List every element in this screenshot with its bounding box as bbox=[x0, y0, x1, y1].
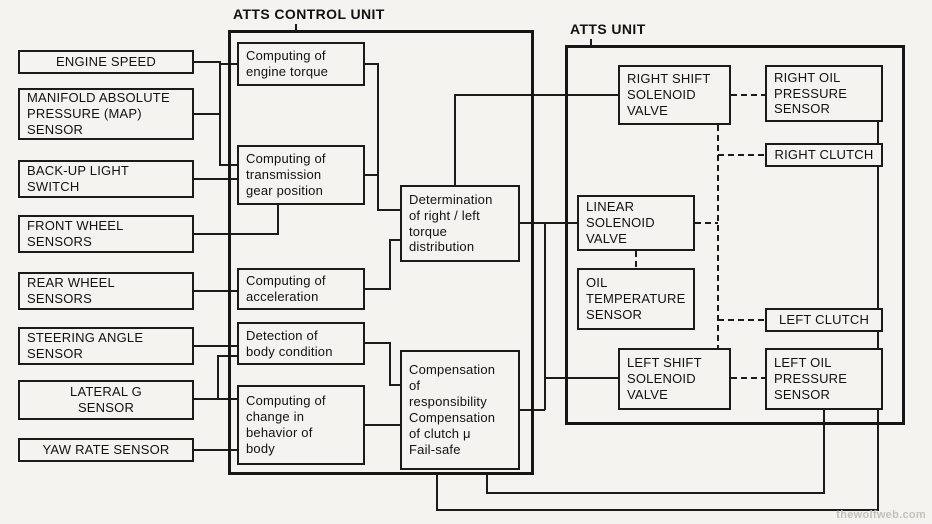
atts-control-unit-title: ATTS CONTROL UNIT bbox=[233, 6, 385, 22]
block-oil-temperature-sensor: OIL TEMPERATURE SENSOR bbox=[577, 268, 695, 330]
block-computing-acceleration: Computing of acceleration bbox=[237, 268, 365, 310]
atts-unit-title: ATTS UNIT bbox=[570, 21, 646, 37]
watermark: thewolfweb.com bbox=[836, 509, 926, 521]
block-left-oil-pressure-sensor: LEFT OIL PRESSURE SENSOR bbox=[765, 348, 883, 410]
block-right-oil-pressure-sensor: RIGHT OIL PRESSURE SENSOR bbox=[765, 65, 883, 122]
sensor-box-rear-wheel-sensors: REAR WHEEL SENSORS bbox=[18, 272, 194, 310]
block-detection-body-condition: Detection of body condition bbox=[237, 322, 365, 365]
block-computing-gear-position: Computing of transmission gear position bbox=[237, 145, 365, 205]
sensor-box-front-wheel-sensors: FRONT WHEEL SENSORS bbox=[18, 215, 194, 253]
sensor-box-steering-angle-sensor: STEERING ANGLE SENSOR bbox=[18, 327, 194, 365]
block-compensation-failsafe: Compensation of responsibility Compensat… bbox=[400, 350, 520, 470]
dashed-connectors-path bbox=[635, 94, 765, 379]
block-left-shift-solenoid-valve: LEFT SHIFT SOLENOID VALVE bbox=[618, 348, 731, 410]
sensor-box-backup-light-switch: BACK-UP LIGHT SWITCH bbox=[18, 160, 194, 198]
sensor-box-engine-speed: ENGINE SPEED bbox=[18, 50, 194, 74]
block-right-shift-solenoid-valve: RIGHT SHIFT SOLENOID VALVE bbox=[618, 65, 731, 125]
block-right-clutch: RIGHT CLUTCH bbox=[765, 143, 883, 167]
block-torque-distribution: Determination of right / left torque dis… bbox=[400, 185, 520, 262]
block-computing-engine-torque: Computing of engine torque bbox=[237, 42, 365, 86]
block-computing-body-behavior: Computing of change in behavior of body bbox=[237, 385, 365, 465]
block-linear-solenoid-valve: LINEAR SOLENOID VALVE bbox=[577, 195, 695, 251]
block-left-clutch: LEFT CLUTCH bbox=[765, 308, 883, 332]
sensor-box-lateral-g-sensor: LATERAL G SENSOR bbox=[18, 380, 194, 420]
atts-unit-outline bbox=[565, 45, 905, 425]
sensor-box-yaw-rate-sensor: YAW RATE SENSOR bbox=[18, 438, 194, 462]
sensor-box-map-sensor: MANIFOLD ABSOLUTE PRESSURE (MAP) SENSOR bbox=[18, 88, 194, 140]
atts-control-unit-outline bbox=[228, 30, 534, 475]
